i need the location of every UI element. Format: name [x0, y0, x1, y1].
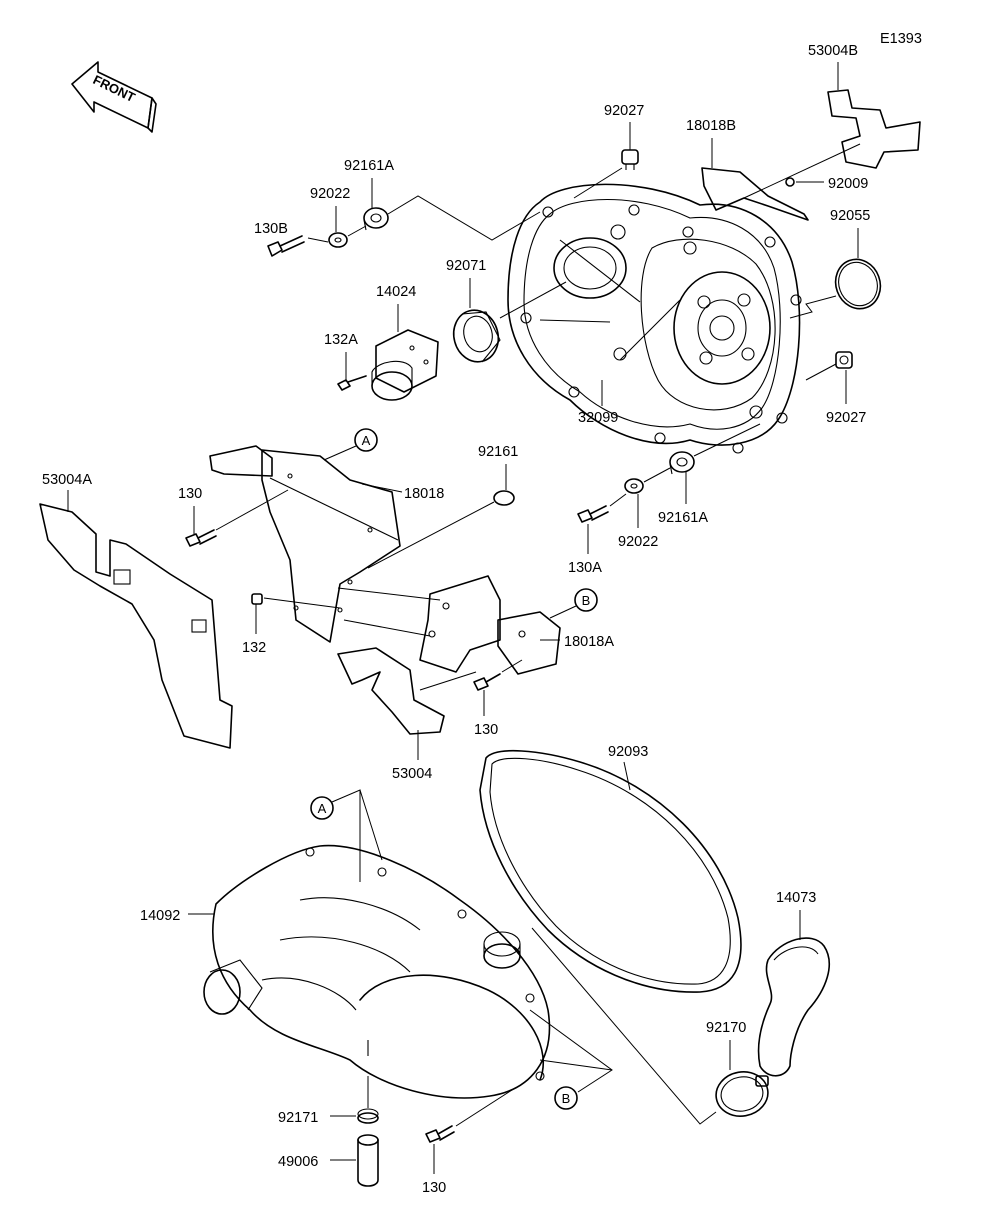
cover-plate-32099	[507, 183, 802, 454]
label-92170: 92170	[706, 1020, 746, 1036]
label-130b: 130B	[254, 221, 288, 237]
label-14092: 14092	[140, 908, 180, 924]
callout-b-bottom-label: B	[562, 1091, 571, 1106]
callout-a-bottom: A	[310, 796, 334, 820]
clamp-92170	[715, 1071, 769, 1117]
front-label: FRONT	[91, 72, 138, 105]
label-18018: 18018	[404, 486, 444, 502]
label-130a: 130A	[568, 560, 602, 576]
label-18018b: 18018B	[686, 118, 736, 134]
callout-b-bottom: B	[554, 1086, 578, 1110]
grommet-92161	[493, 490, 515, 506]
gasket-92093	[479, 750, 742, 993]
duct-hose-14073	[757, 937, 830, 1077]
bolt-92027-top	[621, 149, 639, 170]
diagram-code: E1393	[880, 31, 922, 47]
label-92161: 92161	[478, 444, 518, 460]
label-130-mid: 130	[474, 722, 498, 738]
label-49006: 49006	[278, 1154, 318, 1170]
heat-shield-53004	[337, 647, 445, 735]
o-ring-92055	[834, 258, 882, 310]
seal-92071	[452, 309, 501, 363]
label-92171: 92171	[278, 1110, 318, 1126]
grommet-92161a-mid	[669, 451, 695, 475]
bracket-18018	[209, 445, 401, 643]
callout-b-top-label: B	[582, 593, 591, 608]
label-92009: 92009	[828, 176, 868, 192]
callout-a-top-label: A	[362, 433, 371, 448]
duct-14024	[371, 329, 439, 401]
bolt-130-mid	[473, 673, 501, 691]
bracket-18018b	[701, 167, 809, 221]
label-92022-mid: 92022	[618, 534, 658, 550]
clutch-cover-14092	[203, 844, 551, 1099]
label-53004a: 53004A	[42, 472, 92, 488]
label-92027-right: 92027	[826, 410, 866, 426]
label-32099: 32099	[578, 410, 618, 426]
front-arrow-icon: FRONT	[71, 61, 157, 133]
heat-shield-53004a	[39, 503, 233, 749]
label-92093: 92093	[608, 744, 648, 760]
bolt-92027-right	[835, 351, 853, 369]
bolt-130-left	[185, 529, 217, 547]
label-92055: 92055	[830, 208, 870, 224]
bolt-130a	[577, 505, 609, 523]
washer-92022-top	[328, 232, 348, 248]
label-130-left: 130	[178, 486, 202, 502]
cover-18018a	[419, 575, 561, 675]
heat-shield-53004b	[827, 89, 921, 169]
tube-49006	[357, 1134, 379, 1187]
label-130-bottom: 130	[422, 1180, 446, 1196]
label-14024: 14024	[376, 284, 416, 300]
label-18018a: 18018A	[564, 634, 614, 650]
label-92027-top: 92027	[604, 103, 644, 119]
clamp-92171	[357, 1108, 379, 1124]
callout-a-top: A	[354, 428, 378, 452]
label-132: 132	[242, 640, 266, 656]
label-92071: 92071	[446, 258, 486, 274]
grommet-92161a-top	[363, 207, 389, 231]
washer-92022-mid	[624, 478, 644, 494]
label-92161a-top: 92161A	[344, 158, 394, 174]
label-14073: 14073	[776, 890, 816, 906]
callout-a-bottom-label: A	[318, 801, 327, 816]
label-53004: 53004	[392, 766, 432, 782]
bolt-132	[251, 593, 263, 605]
label-92022-top: 92022	[310, 186, 350, 202]
label-53004b: 53004B	[808, 43, 858, 59]
bolt-92009	[785, 177, 795, 187]
callout-b-top: B	[574, 588, 598, 612]
label-92161a-mid: 92161A	[658, 510, 708, 526]
label-132a: 132A	[324, 332, 358, 348]
bolt-130-bottom	[425, 1125, 455, 1143]
bolt-130b	[267, 235, 305, 257]
bolt-132a	[337, 375, 367, 391]
